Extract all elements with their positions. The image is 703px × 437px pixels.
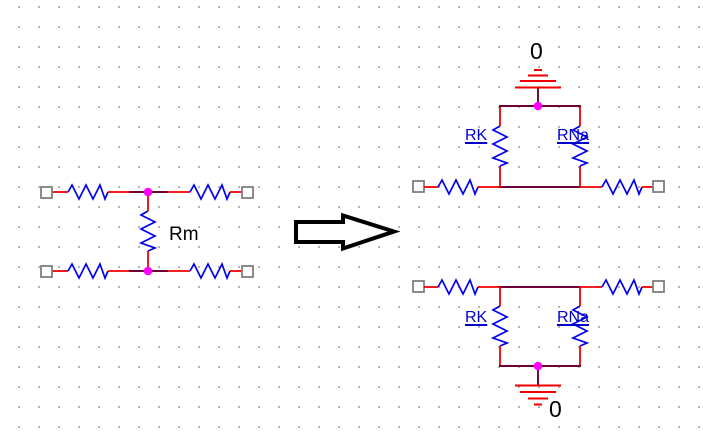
io-terminal[interactable]: [652, 280, 665, 293]
resistor-rk-symbol[interactable]: [492, 305, 508, 347]
io-terminal[interactable]: [40, 265, 53, 278]
ground-0-net-label-top[interactable]: 0: [530, 38, 543, 64]
io-terminal[interactable]: [241, 265, 254, 278]
right-top-circuit: [412, 69, 665, 195]
resistor-symbol[interactable]: [189, 263, 231, 279]
junction-dot: [533, 101, 543, 111]
resistor-symbol[interactable]: [189, 184, 231, 200]
rna-part-label-bottom[interactable]: RNa: [557, 309, 590, 326]
rk-part-label-top[interactable]: RK: [465, 127, 488, 144]
resistor-symbol[interactable]: [601, 179, 643, 195]
resistor-rm-symbol[interactable]: [140, 210, 156, 252]
transformation-arrow[interactable]: [294, 212, 401, 252]
io-terminal[interactable]: [412, 180, 425, 193]
resistor-symbol[interactable]: [601, 279, 643, 295]
ground-0-net-label-bottom[interactable]: 0: [549, 396, 562, 422]
ground-symbol[interactable]: [515, 384, 561, 406]
ground-symbol[interactable]: [515, 69, 561, 89]
resistor-symbol[interactable]: [437, 279, 479, 295]
junction-dot: [143, 187, 153, 197]
resistor-symbol[interactable]: [67, 263, 109, 279]
resistor-symbol[interactable]: [67, 184, 109, 200]
rm-part-label[interactable]: Rm: [169, 224, 199, 245]
junction-dot: [143, 266, 153, 276]
resistor-symbol[interactable]: [437, 179, 479, 195]
resistor-rk-symbol[interactable]: [492, 125, 508, 167]
right-bottom-circuit: [412, 279, 665, 406]
io-terminal[interactable]: [40, 186, 53, 199]
rna-part-label-top[interactable]: RNa: [557, 127, 590, 144]
left-circuit: [40, 184, 254, 279]
io-terminal[interactable]: [652, 180, 665, 193]
junction-dot: [533, 361, 543, 371]
io-terminal[interactable]: [241, 186, 254, 199]
rk-part-label-bottom[interactable]: RK: [465, 309, 488, 326]
io-terminal[interactable]: [412, 280, 425, 293]
